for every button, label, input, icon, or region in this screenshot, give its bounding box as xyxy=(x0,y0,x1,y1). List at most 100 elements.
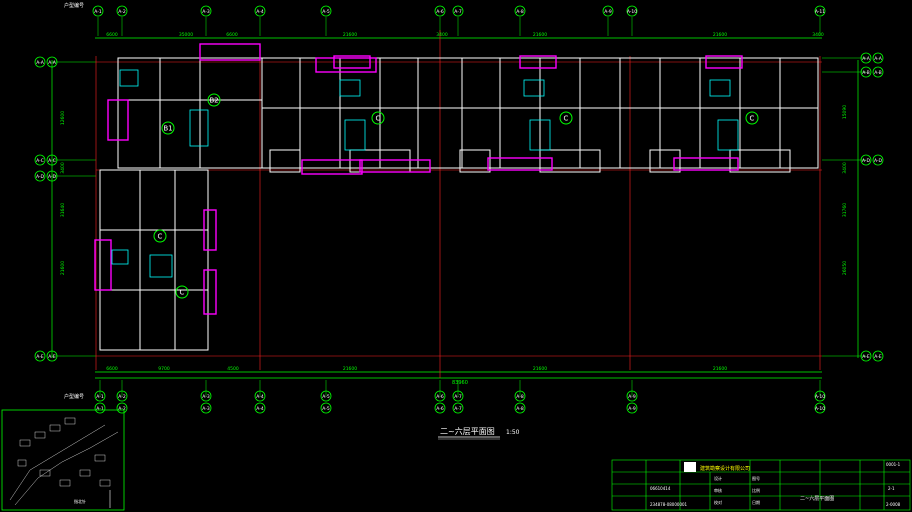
axis-label: A-3 xyxy=(202,394,210,400)
left-axis-bubble: A-A xyxy=(34,56,46,68)
top-axis-bubble: A-4 xyxy=(254,5,266,17)
unit-marker-label: C xyxy=(158,233,163,241)
axis-label: A-C xyxy=(36,158,44,164)
axis-label: A-7 xyxy=(454,394,462,400)
right-axis-bubble: A-E xyxy=(860,350,872,362)
bottom-axis-bubble: A-3 xyxy=(200,390,212,402)
axis-label: A-9 xyxy=(628,406,636,412)
bottom-axis-bubble: A-2 xyxy=(116,390,128,402)
axis-label: A-5 xyxy=(322,406,330,412)
unit-marker: C xyxy=(153,229,167,243)
left-axis-bubble: A-D xyxy=(34,170,46,182)
highlight-zones xyxy=(94,43,743,315)
unit-marker: C xyxy=(371,111,385,125)
dimension-text: 3400 xyxy=(60,162,66,174)
unit-marker: C xyxy=(175,285,189,299)
title-block-label: 设计 xyxy=(714,475,722,481)
axis-label: A-9 xyxy=(604,9,612,15)
axis-label: A-4 xyxy=(256,9,264,15)
dimension-text: 6600 xyxy=(106,366,118,372)
bottom-axis-bubbles: A-1A-1A-2A-2A-3A-3A-4A-4A-5A-5A-6A-6A-7A… xyxy=(94,380,826,414)
axis-label: A-B xyxy=(862,70,870,76)
axis-label: A-A xyxy=(48,60,57,66)
building-walls xyxy=(99,57,819,351)
title-block xyxy=(611,459,911,511)
project-number-2: 234878-08000001 xyxy=(650,502,688,507)
fixtures xyxy=(111,69,739,278)
top-axis-bubble: A-7 xyxy=(452,5,464,17)
unit-markers: B1 B2C C C C C xyxy=(153,93,759,299)
top-axis-bubble: A-1 xyxy=(92,5,104,17)
axis-label: A-6 xyxy=(436,394,444,400)
bottom-axis-bubble: A-2 xyxy=(116,402,128,414)
axis-label: A-3 xyxy=(202,9,210,15)
right-axis-bubble: A-B xyxy=(872,66,884,78)
dimension-text: 26050 xyxy=(842,261,848,275)
unit-marker-label: C xyxy=(564,115,569,123)
axis-label: A-A xyxy=(862,56,871,62)
title-block-label: 图号 xyxy=(752,475,760,481)
dimension-text: 21600 xyxy=(343,366,357,372)
bottom-axis-bubble: A-10 xyxy=(814,402,826,414)
axis-label: A-9 xyxy=(628,394,636,400)
axis-label: A-A xyxy=(36,60,45,66)
unit-marker-label: C xyxy=(750,115,755,123)
bottom-axis-bubble: A-9 xyxy=(626,390,638,402)
axis-label: A-E xyxy=(862,354,870,360)
axis-label: A-B xyxy=(874,70,882,76)
bottom-axis-bubble: A-7 xyxy=(452,402,464,414)
title-block-label: 比例 xyxy=(752,487,760,493)
right-axis-bubble: A-D xyxy=(860,154,872,166)
unit-marker: C xyxy=(745,111,759,125)
right-axis-bubble: A-A xyxy=(872,52,884,64)
dimension-lines xyxy=(51,37,859,379)
unit-marker-label: B1 xyxy=(163,125,172,133)
drawing-title-block: 二~六层平面图 1:50 xyxy=(438,426,520,440)
top-axis-bubble: A-5 xyxy=(320,5,332,17)
title-block-label: 审核 xyxy=(714,487,722,493)
drawing-code: 2-0008 xyxy=(886,502,901,507)
bottom-note: 户型编号 xyxy=(64,393,84,400)
top-axis-bubble: A-11 xyxy=(814,5,826,17)
axis-label: A-2 xyxy=(118,394,126,400)
axis-label: A-1 xyxy=(96,406,104,412)
top-axis-bubble: A-8 xyxy=(514,5,526,17)
dimension-text: 21600 xyxy=(343,32,357,38)
company-logo xyxy=(684,462,696,472)
right-axis-bubble: A-B xyxy=(860,66,872,78)
axis-label: A-10 xyxy=(815,394,825,400)
top-axis-bubble: A-10 xyxy=(626,5,638,17)
left-axis-bubble: A-C xyxy=(34,154,46,166)
dimension-text: 6600 xyxy=(106,32,118,38)
dimension-text: 21600 xyxy=(60,261,66,275)
dimension-text: 35000 xyxy=(179,32,193,38)
title-block-label: 校对 xyxy=(714,499,722,505)
dimension-text: 3400 xyxy=(436,32,448,38)
dimension-text: 21600 xyxy=(713,32,727,38)
axis-label: A-3 xyxy=(202,406,210,412)
dimension-text: 21600 xyxy=(533,32,547,38)
bottom-axis-bubble: A-4 xyxy=(254,390,266,402)
top-axis-bubble: A-9 xyxy=(602,5,614,17)
dimension-text: 31760 xyxy=(842,203,848,217)
dimension-text: 21600 xyxy=(533,366,547,372)
bottom-axis-bubble: A-6 xyxy=(434,390,446,402)
title-block-drawing-name: 二~六层平面图 xyxy=(800,495,834,502)
dimension-text: 3400 xyxy=(842,162,848,174)
left-axis-bubble: A-E xyxy=(34,350,46,362)
axis-label: A-2 xyxy=(118,9,126,15)
bottom-axis-bubble: A-8 xyxy=(514,390,526,402)
project-number-1: 06610414 xyxy=(650,486,671,491)
axis-label: A-D xyxy=(36,174,45,180)
sheet-number: 0001-1 xyxy=(886,462,901,467)
unit-marker: B2 xyxy=(207,93,221,107)
axis-label: A-10 xyxy=(627,9,637,15)
axis-label: A-8 xyxy=(516,9,524,15)
dimension-text: 31640 xyxy=(60,203,66,217)
drawing-scale: 1:50 xyxy=(506,429,520,436)
